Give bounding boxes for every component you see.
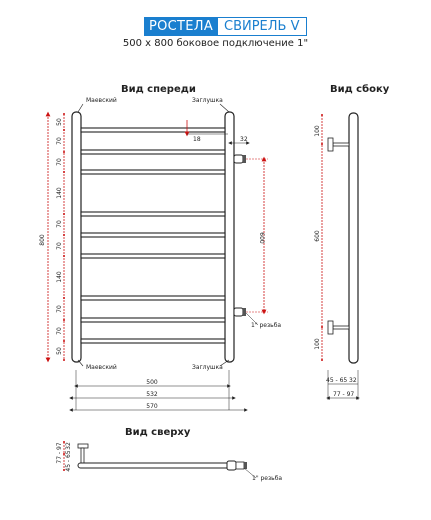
label-thread-front: 1" резьба bbox=[251, 322, 281, 329]
top-connector-tip bbox=[244, 462, 247, 469]
side-post bbox=[348, 112, 359, 364]
rung bbox=[80, 169, 226, 175]
top-connector bbox=[226, 460, 237, 471]
top-connector bbox=[233, 154, 244, 164]
left-post bbox=[71, 111, 82, 363]
header: РОСТЕЛА СВИРЕЛЬ V bbox=[0, 17, 431, 37]
seg-dim: 50 bbox=[56, 347, 63, 355]
top-bracket bbox=[80, 447, 85, 465]
side-view-title: Вид сбоку bbox=[330, 84, 390, 95]
bracket-top bbox=[332, 142, 350, 147]
top-connector-nut bbox=[235, 461, 245, 470]
top-rail bbox=[77, 462, 231, 469]
dim-side-depth-a: 45 - 65 bbox=[326, 377, 347, 384]
dim-center-spacing: 600 bbox=[258, 232, 265, 244]
dim-offset-32: 32 bbox=[240, 136, 248, 143]
dim-side-bottom: 100 bbox=[314, 338, 321, 350]
model-badge: СВИРЕЛЬ V bbox=[217, 17, 307, 36]
dim-width-532: 532 bbox=[146, 391, 158, 398]
right-post bbox=[224, 111, 235, 363]
label-plug-top: Заглушка bbox=[192, 97, 223, 104]
dim-top-b: 45 - 65 bbox=[65, 450, 72, 471]
dim-side-depth-b: 32 bbox=[349, 377, 357, 384]
dim-width-570: 570 bbox=[146, 403, 158, 410]
wall-plate-bottom bbox=[327, 320, 334, 335]
brand-badge: РОСТЕЛА bbox=[144, 17, 219, 36]
label-mayevsky-bottom: Маевский bbox=[86, 364, 117, 371]
seg-dim: 50 bbox=[56, 118, 63, 126]
dim-side-top: 100 bbox=[314, 125, 321, 137]
label-mayevsky-top: Маевский bbox=[86, 97, 117, 104]
seg-dim: 70 bbox=[56, 327, 63, 335]
front-view: Маевский Заглушка Маевский Заглушка 800 … bbox=[39, 97, 281, 412]
dim-total-height: 800 bbox=[39, 234, 46, 246]
seg-dim: 70 bbox=[56, 220, 63, 228]
wall-plate-top bbox=[327, 137, 334, 152]
dim-side-middle: 600 bbox=[314, 230, 321, 242]
seg-dim: 70 bbox=[56, 305, 63, 313]
label-thread-top: 1" резьба bbox=[252, 475, 282, 482]
seg-dim: 70 bbox=[56, 158, 63, 166]
rung bbox=[80, 253, 226, 259]
rung bbox=[80, 317, 226, 323]
rung bbox=[80, 338, 226, 344]
dim-top-a: 32 bbox=[65, 442, 72, 450]
dim-width-500: 500 bbox=[146, 379, 158, 386]
bracket-bottom bbox=[332, 325, 350, 330]
top-connector-tip bbox=[243, 155, 246, 163]
top-view: 77 - 97 32 45 - 65 1" резьба bbox=[56, 441, 282, 482]
dim-top-total: 77 - 97 bbox=[56, 442, 63, 463]
seg-dim: 70 bbox=[56, 137, 63, 145]
rung bbox=[80, 295, 226, 301]
top-view-title: Вид сверху bbox=[125, 427, 191, 438]
spec-line: 500 x 800 боковое подключение 1" bbox=[122, 38, 309, 49]
rung bbox=[80, 211, 226, 217]
rung bbox=[80, 127, 226, 133]
rung bbox=[80, 149, 226, 155]
top-wall-plate bbox=[77, 443, 89, 449]
seg-dim: 70 bbox=[56, 242, 63, 250]
rung bbox=[80, 232, 226, 238]
seg-dim: 140 bbox=[56, 187, 63, 199]
dim-side-depth-total: 77 - 97 bbox=[333, 391, 354, 398]
side-view: 100 600 100 45 - 65 32 77 - 97 bbox=[314, 112, 360, 400]
front-view-title: Вид спереди bbox=[121, 84, 196, 95]
seg-dim: 140 bbox=[56, 271, 63, 283]
bottom-connector bbox=[233, 307, 244, 317]
label-plug-bottom: Заглушка bbox=[192, 364, 223, 371]
dim-offset-18: 18 bbox=[193, 136, 201, 143]
bottom-connector-tip bbox=[243, 308, 246, 316]
